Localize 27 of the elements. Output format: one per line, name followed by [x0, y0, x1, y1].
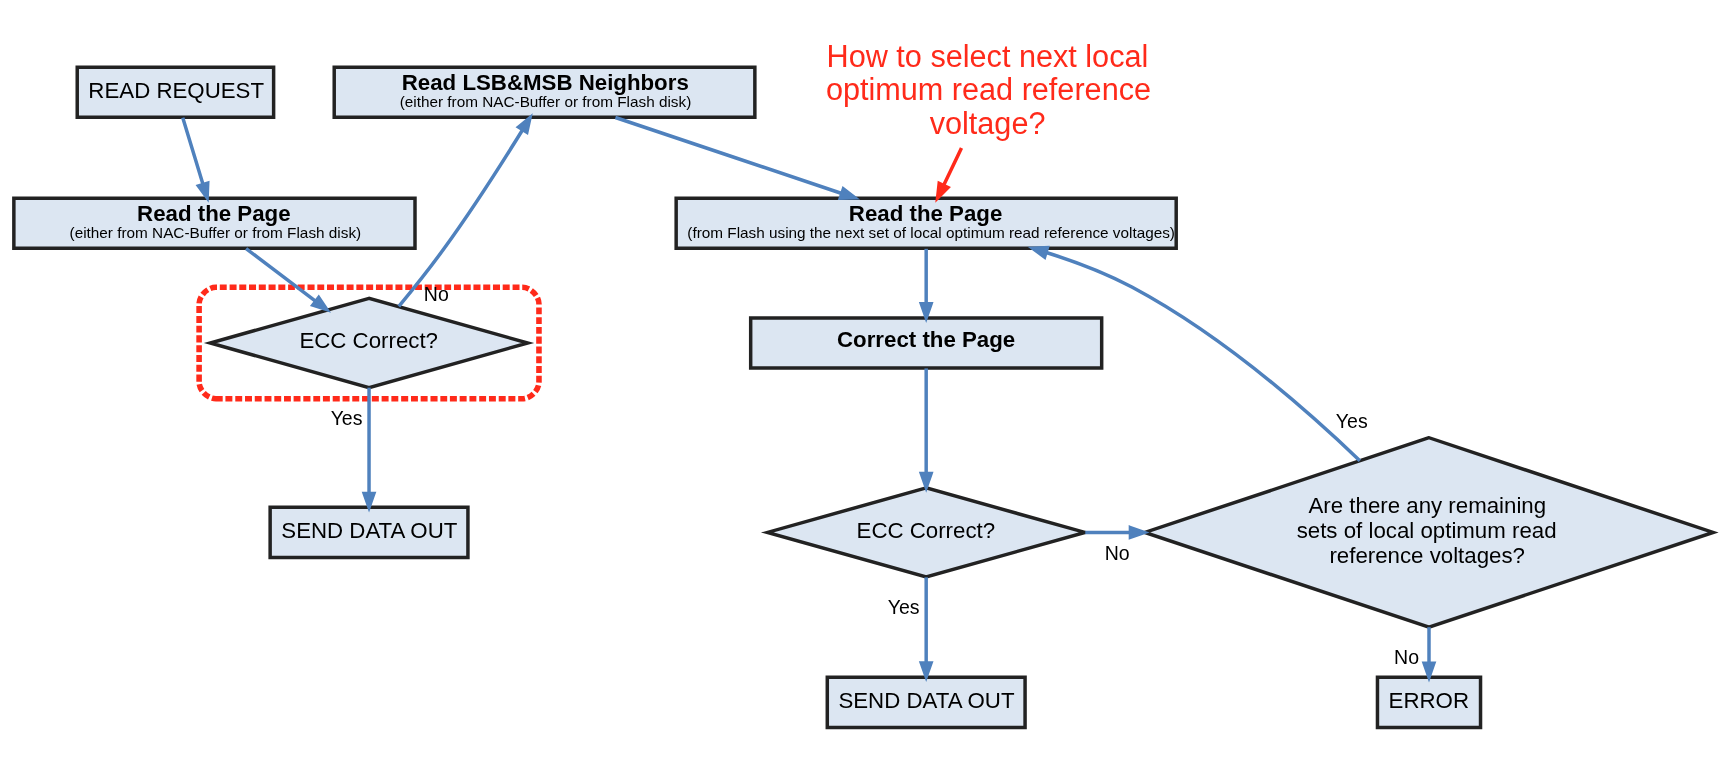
edge-label: No	[1104, 541, 1130, 564]
node-box: SEND DATA OUT	[825, 675, 1027, 729]
arrow	[181, 116, 210, 203]
node-text: How to select next local optimum read reference voltage?	[825, 38, 1152, 140]
edge-label: No	[1394, 645, 1420, 668]
node-box: ERROR	[1375, 675, 1483, 729]
edge-label: Yes	[330, 406, 363, 429]
node-box: Read the Page (from Flash using the next set of local optimum read reference voltages)	[674, 195, 1178, 250]
arrow	[361, 387, 377, 513]
edge-label: Yes	[1335, 409, 1368, 432]
node-box: SEND DATA OUT	[268, 505, 470, 559]
arrow	[918, 248, 934, 323]
node-box: Read LSB&MSB Neighbors (either from NAC-Buffer or from Flash disk)	[332, 64, 757, 119]
arrow	[918, 367, 934, 493]
arrow	[935, 146, 964, 203]
node-box: READ REQUEST	[75, 64, 276, 119]
arrow	[918, 576, 934, 682]
cluster	[196, 284, 542, 401]
edge-label: Yes	[887, 595, 920, 618]
arrow	[614, 115, 860, 200]
node-box: Correct the Page	[748, 315, 1104, 370]
arrow	[397, 112, 533, 307]
arrow	[1027, 245, 1362, 462]
node-box: Read the Page (either from NAC-Buffer or from Flash disk)	[12, 195, 417, 250]
arrow	[1085, 524, 1150, 540]
arrow	[245, 246, 332, 313]
arrow	[1421, 626, 1437, 682]
